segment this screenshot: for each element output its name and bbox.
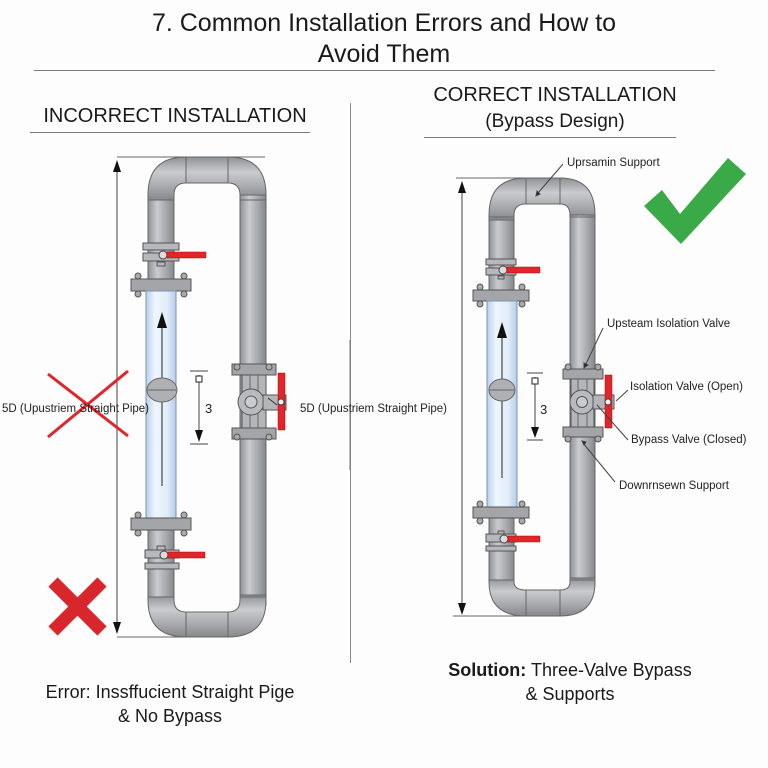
page-title: 7. Common Installation Errors and How to… <box>0 8 768 70</box>
correct-dimension-label: 5D (Upustriem Straight Pipe) <box>300 403 447 415</box>
float-dimension <box>190 370 208 445</box>
correct-caption-bold: Solution: <box>448 660 527 680</box>
correct-float-dimension <box>527 372 543 441</box>
lower-flange <box>130 511 192 537</box>
callout-leaders <box>535 163 629 483</box>
upper-flange <box>130 272 192 298</box>
flowmeter-tube <box>145 290 177 519</box>
flow-arrow-icon <box>157 312 167 328</box>
title-line-1: 7. Common Installation Errors and How to <box>151 9 617 37</box>
correct-caption: Solution: Three-Valve Bypass & Supports <box>410 658 730 706</box>
callout-downstream-support: Downrnsewn Support <box>619 480 729 492</box>
correct-caption-line-1: Solution: Three-Valve Bypass <box>410 658 730 682</box>
return-leg-valve-icon <box>231 363 287 441</box>
red-x-icon <box>48 577 107 636</box>
title-line-2: Avoid Them <box>317 40 451 68</box>
correct-assembly <box>453 158 746 617</box>
bypass-valve-icon <box>562 363 615 443</box>
title-divider <box>34 70 715 71</box>
callout-isolation-valve-open: Isolation Valve (Open) <box>630 381 743 393</box>
correct-lower-ball-valve-icon <box>485 530 541 552</box>
green-check-icon <box>644 158 746 244</box>
correct-dimension-line <box>453 177 530 617</box>
correct-float-dimension-value: 3 <box>540 402 548 417</box>
callout-upstream-support: Uprsamin Support <box>567 157 660 169</box>
bottom-bend <box>147 594 267 638</box>
correct-flow-arrow-icon <box>497 322 507 338</box>
callout-bypass-valve-closed: Bypass Valve (Closed) <box>631 434 747 446</box>
top-bend <box>147 156 267 201</box>
incorrect-dimension-label: 5D (Upustriem Straight Pipe) <box>2 403 149 415</box>
correct-heading-underline <box>424 137 676 138</box>
incorrect-heading: INCORRECT INSTALLATION <box>43 105 307 127</box>
incorrect-caption-line-1: Error: Inssffucient Straight Pige <box>45 682 295 702</box>
incorrect-caption: Error: Inssffucient Straight Pige & No B… <box>20 680 320 728</box>
correct-subheading: (Bypass Design) <box>485 111 625 132</box>
lower-ball-valve-icon <box>144 545 206 570</box>
correct-lower-flange <box>472 500 530 525</box>
incorrect-caption-line-2: & No Bypass <box>117 706 223 726</box>
correct-caption-line-2: & Supports <box>525 684 615 704</box>
callout-upstream-isolation-valve: Upsteam Isolation Valve <box>607 318 731 330</box>
incorrect-assembly <box>47 156 351 638</box>
correct-top-bend <box>488 177 596 221</box>
correct-heading: CORRECT INSTALLATION <box>433 84 677 106</box>
correct-upper-ball-valve-icon <box>485 258 541 280</box>
strike-through-x-icon <box>47 369 129 439</box>
correct-bottom-bend <box>488 577 596 617</box>
incorrect-float-dimension-value: 3 <box>205 401 213 416</box>
upper-ball-valve-icon <box>142 242 207 267</box>
correct-caption-rest: Three-Valve Bypass <box>526 660 692 680</box>
incorrect-heading-underline <box>30 132 310 133</box>
